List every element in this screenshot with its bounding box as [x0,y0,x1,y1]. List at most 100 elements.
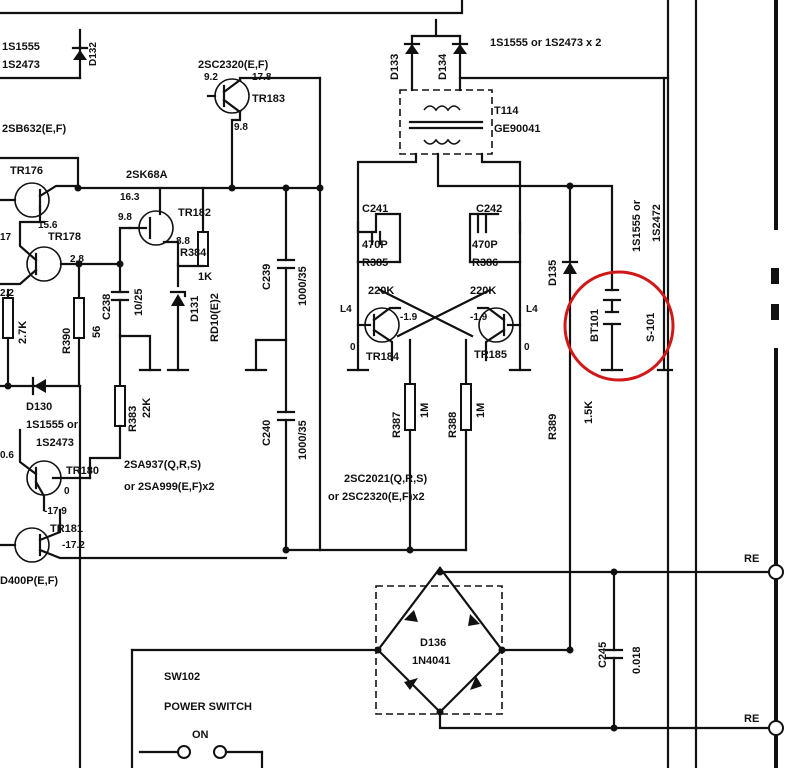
label-bt101: BT101 [589,309,601,342]
label-d131: D131 [189,296,201,322]
label-c239: C239 [261,264,273,290]
label-tr176: TR176 [10,165,43,177]
label-r387-val: 1M [419,403,431,418]
label-d130-type2: 1S2473 [36,437,74,449]
label-tr180: TR180 [66,465,99,477]
label-v-0a: 0 [350,342,356,353]
label-tr177-type: 2SB632(E,F) [2,123,67,135]
label-v-15-6: 15.6 [38,220,58,231]
tr182-section [88,186,209,480]
label-d132: D132 [88,42,99,66]
label-d135-type2: 1S2472 [651,204,663,242]
t114-transformer [356,18,670,264]
label-c241: C241 [362,203,388,215]
label-v-9-2: 9.2 [204,72,218,83]
label-tr180-type: 2SA937(Q,R,S) [124,459,201,471]
label-v-m17-9: -17.9 [44,506,67,517]
label-r389: R389 [547,414,559,440]
left-section [0,76,324,768]
label-c242-val: 470P [472,239,498,251]
label-tr-pair-type2: or 2SC2320(E,F)x2 [328,491,425,503]
label-c245-val: 0.018 [631,646,643,674]
label-r389-val: 1.5K [583,401,595,424]
label-tr183: TR183 [252,93,285,105]
label-t114: T114 [494,105,519,117]
label-r390: R390 [61,328,73,354]
d132-diode [0,28,89,80]
label-tr-pair-type: 2SC2021(Q,R,S) [344,473,427,485]
label-r384-val: 1K [198,271,212,283]
label-r387: R387 [391,412,403,438]
label-v-17: 17 [0,232,12,243]
label-d131-type: RD10(E)2 [209,293,221,342]
label-sw102: SW102 [164,671,200,683]
label-d133-134-type: 1S1555 or 1S2473 x 2 [490,37,601,49]
label-c240: C240 [261,420,273,446]
label-r383-val: 22K [141,398,153,418]
label-v-0b: 0 [524,342,530,353]
label-c239-val: 1000/35 [297,266,309,306]
tr183-transistor [206,76,322,190]
label-v-m1-9b: -1.9 [470,312,488,323]
label-v-2-2: 2.2 [0,288,14,299]
label-tr185: TR185 [474,349,507,361]
label-re-top: RE [744,553,759,565]
label-v-2-8: 2.8 [70,254,84,265]
label-v-m1-9a: -1.9 [400,312,418,323]
label-sw-on: ON [192,729,209,741]
label-v-9-8b: 9.8 [118,212,132,223]
label-r386-val: 220K [470,285,496,297]
label-r384: R384 [180,247,207,259]
label-top-left-diode-alt: 1S2473 [2,59,40,71]
highlight-circle [563,270,675,382]
label-v-m17-2: -17.2 [62,540,85,551]
component-labels: 1S1555 1S2473 D132 2SC2320(E,F) TR183 9.… [0,37,759,741]
re-terminals [768,564,784,736]
label-r-56: 56 [91,326,103,338]
label-r383: R383 [127,406,139,432]
label-c242: C242 [476,203,502,215]
label-r385-val: 220K [368,285,394,297]
label-tr184: TR184 [366,351,400,363]
label-l4a: L4 [340,304,352,315]
label-tr180-type2: or 2SA999(E,F)x2 [124,481,214,493]
label-r388: R388 [447,412,459,438]
label-sw102-name: POWER SWITCH [164,701,252,713]
label-r388-val: 1M [475,403,487,418]
label-c238: C238 [101,294,113,320]
label-r386: R386 [472,257,498,269]
c245-capacitor [604,568,624,732]
label-c241-val: 470P [362,239,388,251]
label-v-17-8: 17.8 [252,72,272,83]
label-tr178: TR178 [48,231,81,243]
label-l4b: L4 [526,304,538,315]
label-d133: D133 [389,54,401,80]
label-tr181: TR181 [50,523,83,535]
label-tr181-type: D400P(E,F) [0,575,58,587]
label-t114-type: GE90041 [494,123,540,135]
label-d134: D134 [437,53,449,80]
label-d136: D136 [420,637,446,649]
label-d135-type: 1S1555 or [631,199,643,252]
label-c240-val: 1000/35 [297,420,309,460]
label-d136-type: 1N4041 [412,655,451,667]
battery-section [561,76,675,652]
label-c238-val: 10/25 [133,288,145,316]
capacitor-bank [244,186,322,554]
label-c245: C245 [597,642,609,668]
label-v-16-3: 16.3 [120,192,140,203]
label-v-9-8: 9.8 [234,122,248,133]
label-s101: S-101 [645,313,657,342]
label-r-2-7k: 2.7K [17,321,29,344]
label-v-8-8: 8.8 [176,236,190,247]
label-r385: R385 [362,257,388,269]
label-top-left-diode: 1S1555 [2,41,40,53]
label-d130-type: 1S1555 or [26,419,79,431]
label-tr182: TR182 [178,207,211,219]
label-d130: D130 [26,401,52,413]
label-tr182-type: 2SK68A [126,169,168,181]
label-re-bottom: RE [744,713,759,725]
label-v-0: 0 [64,486,70,497]
